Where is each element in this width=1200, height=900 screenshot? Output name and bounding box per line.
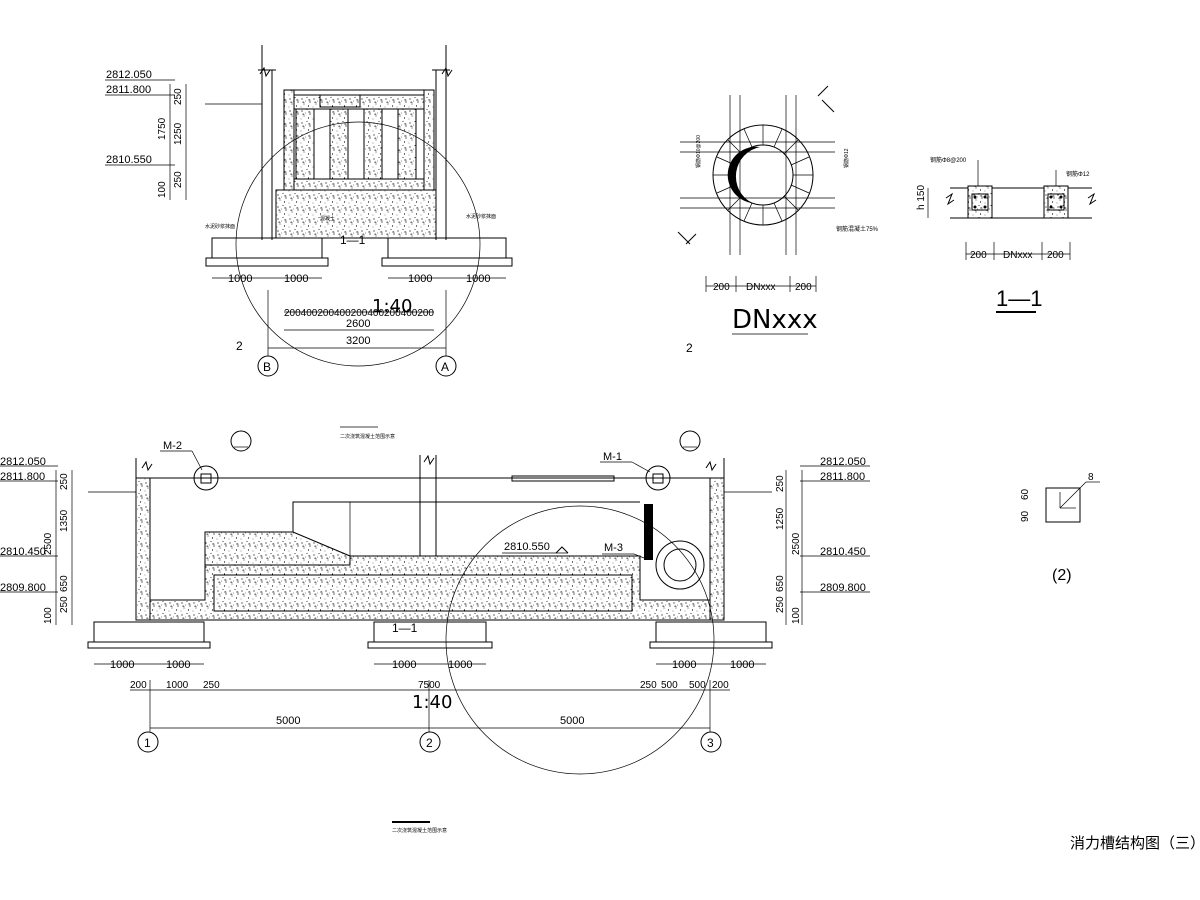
tl-vdim-1: 250: [173, 88, 184, 105]
ms-elev-right-3: 2810.450: [820, 546, 866, 558]
tl-vdim-5: 100: [157, 181, 168, 198]
ms-scale: 1:40: [412, 692, 452, 713]
pd-sheet-ref: 2: [686, 341, 693, 355]
d2-dim-1: 90: [1020, 510, 1031, 522]
ms-vl-4: 650: [59, 575, 70, 592]
ms-bp-2: 1000: [166, 659, 190, 671]
ms-elev-left-1: 2812.050: [0, 456, 46, 468]
tl-dim-3200: 3200: [346, 335, 370, 347]
pd-dim-1: 200: [713, 282, 730, 293]
ms-vr-3: 2500: [791, 532, 802, 555]
ms-vl-5: 250: [59, 596, 70, 613]
tl-note-mid: 混凝土: [320, 215, 335, 222]
ms-bp-6: 1000: [730, 659, 754, 671]
s11-dim-3: 200: [1047, 250, 1064, 261]
tl-bdim-2: 1000: [284, 273, 308, 285]
top-left-section: 2812.050 2811.800 2810.550 250 1750 1250…: [105, 45, 513, 377]
ms-elev-left-3: 2810.450: [0, 546, 46, 558]
ms-label-m1: M-1: [603, 451, 622, 463]
ms-span-1: 5000: [276, 715, 300, 727]
ms-vr-1: 250: [775, 475, 786, 492]
d2-dim-2: 60: [1020, 488, 1031, 500]
pd-note-bottom: 钢筋混凝土75%: [836, 225, 879, 233]
pd-note-left: 钢筋Φ10@200: [695, 135, 702, 168]
ms-vl-3: 2500: [43, 532, 54, 555]
ms-top-note: 二次浇筑混凝土范围示意: [340, 433, 395, 440]
ms-axis-3: 3: [707, 736, 714, 750]
s11-dim-1: 200: [970, 250, 987, 261]
ms-bp-5: 1000: [672, 659, 696, 671]
ms-ld-6: 500: [661, 680, 678, 691]
pd-dim-3: 200: [795, 282, 812, 293]
tl-sheet-ref: 2: [236, 339, 243, 353]
tl-vdim-4: 250: [173, 171, 184, 188]
ms-bp-1: 1000: [110, 659, 134, 671]
tl-note-left: 水泥砂浆抹面: [205, 223, 235, 230]
ms-elev-left-4: 2809.800: [0, 582, 46, 594]
ms-ld-8: 200: [712, 680, 729, 691]
ms-vr-4: 650: [775, 575, 786, 592]
ms-ld-1: 200: [130, 680, 147, 691]
ms-vl-1: 250: [59, 473, 70, 490]
ms-ld-5: 250: [640, 680, 657, 691]
pipe-detail: 钢筋Φ10@200 钢筋Φ12 钢筋混凝土75% 200 DNxxx 200 D…: [677, 85, 879, 355]
d2-mark: 8: [1088, 472, 1094, 483]
drawing-title: 消力槽结构图（三）: [1070, 834, 1200, 852]
section-1-1: h 150 钢筋Φ8@200 钢筋Φ12 200 DNxxx 200 1—1: [916, 156, 1097, 313]
tl-elev-1: 2812.050: [106, 69, 152, 81]
tl-note-right: 水泥砂浆抹面: [466, 213, 496, 220]
main-section: 二次浇筑混凝土范围示意: [0, 426, 870, 834]
ms-axis-2: 2: [426, 736, 433, 750]
ms-vr-2: 1250: [775, 507, 786, 530]
pd-note-right: 钢筋Φ12: [843, 148, 850, 168]
pd-title: DNxxx: [732, 305, 818, 335]
tl-inner-dims: 200400200400200400200400200: [284, 308, 434, 319]
d2-label: (2): [1052, 567, 1072, 584]
s11-dim-2: DNxxx: [1003, 250, 1032, 261]
ms-span-2: 5000: [560, 715, 584, 727]
tl-bdim-1: 1000: [228, 273, 252, 285]
ms-bp-3: 1000: [392, 659, 416, 671]
s11-note-left: 钢筋Φ8@200: [930, 156, 967, 164]
tl-axis-b: B: [263, 360, 271, 374]
tl-elev-2: 2811.800: [106, 84, 151, 96]
ms-label-m2: M-2: [163, 440, 182, 452]
ms-bp-4: 1000: [448, 659, 472, 671]
ms-elev-right-1: 2812.050: [820, 456, 866, 468]
tl-bdim-3: 1000: [408, 273, 432, 285]
ms-elev-mid: 2810.550: [504, 541, 550, 553]
ms-elev-right-2: 2811.800: [820, 471, 865, 483]
pd-dim-2: DNxxx: [746, 282, 775, 293]
ms-label-m3: M-3: [604, 542, 623, 554]
s11-h-label: h 150: [916, 185, 927, 210]
ms-elev-left-2: 2811.800: [0, 471, 45, 483]
ms-axis-1: 1: [144, 736, 151, 750]
ms-ld-3: 250: [203, 680, 220, 691]
ms-vl-6: 100: [43, 607, 54, 624]
ms-vr-6: 100: [791, 607, 802, 624]
tl-elev-3: 2810.550: [106, 154, 152, 166]
s11-note-right: 钢筋Φ12: [1066, 170, 1090, 178]
ms-vr-5: 250: [775, 596, 786, 613]
ms-bottom-note: 二次浇筑混凝土范围示意: [392, 827, 447, 834]
ms-ld-7: 500: [689, 680, 706, 691]
detail-2: 8 90 60 (2): [1020, 472, 1100, 584]
tl-dim-2600: 2600: [346, 318, 370, 330]
tl-vdim-2: 1750: [157, 117, 168, 140]
tl-section-label: 1—1: [340, 233, 366, 247]
tl-vdim-3: 1250: [173, 122, 184, 145]
ms-section-label: 1—1: [392, 621, 418, 635]
tl-axis-a: A: [441, 360, 449, 374]
s11-title: 1—1: [996, 286, 1042, 311]
tl-scale: 1:40: [372, 296, 412, 317]
tl-bdim-4: 1000: [466, 273, 490, 285]
ms-vl-2: 1350: [59, 509, 70, 532]
ms-ld-2: 1000: [166, 680, 189, 691]
ms-elev-right-4: 2809.800: [820, 582, 866, 594]
